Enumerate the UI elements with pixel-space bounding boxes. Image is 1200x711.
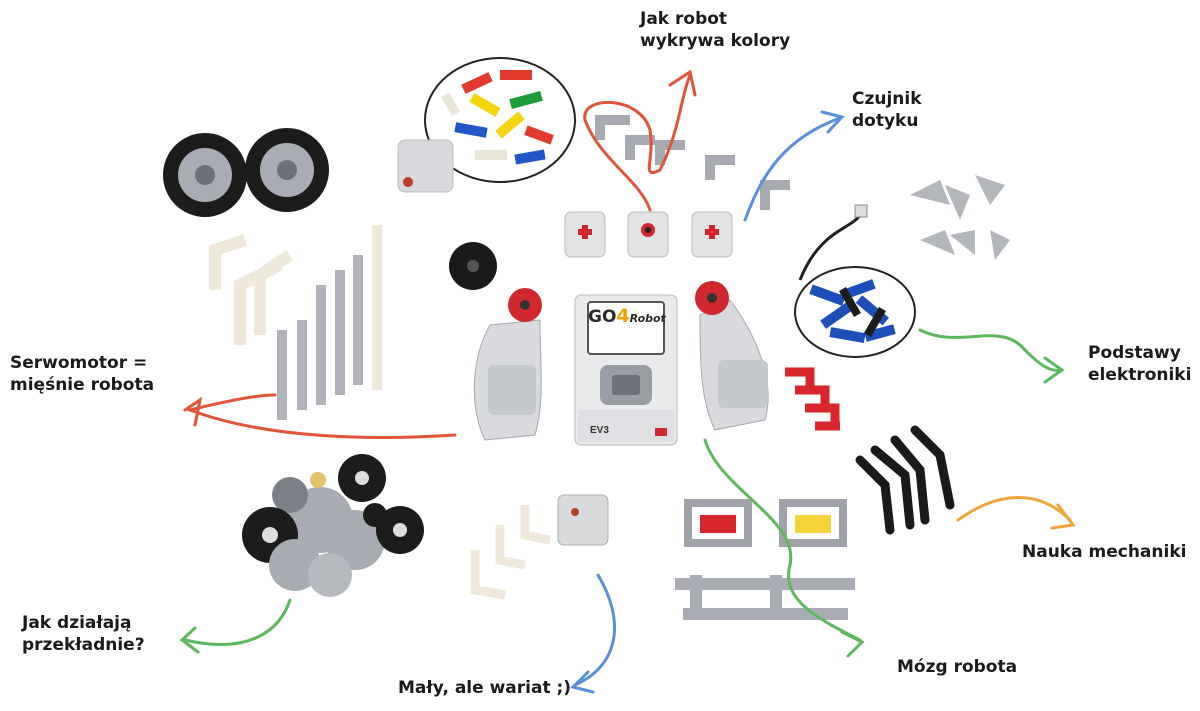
arrow-brain (703, 438, 862, 642)
left-servomotor (473, 288, 542, 441)
small-parts (470, 494, 609, 600)
frames (675, 499, 855, 620)
cable-and-blue-pins (794, 204, 916, 358)
beams-left (209, 225, 382, 420)
colored-pins-pile (424, 57, 576, 183)
arrow-servomotor (184, 393, 457, 439)
label-touch-sensor: Czujnik dotyku (852, 88, 922, 132)
arrow-small (573, 573, 616, 687)
black-gear (449, 242, 497, 290)
label-color-sensor: Jak robot wykrywa kolory (640, 8, 790, 52)
arrow-gears (183, 598, 292, 646)
label-gears-line2: przekładnie? (22, 635, 145, 655)
red-l-beams (785, 367, 840, 431)
label-servomotor-line1: Serwomotor = (10, 353, 148, 373)
black-beams (855, 425, 955, 535)
gears-pile (242, 454, 424, 597)
triangle-connectors (910, 175, 1010, 260)
grey-connectors (595, 115, 790, 210)
arrow-mechanics (956, 496, 1072, 522)
label-electronics-line2: elektroniki (1088, 365, 1192, 385)
label-touch-sensor-line2: dotyku (852, 111, 919, 131)
logo-robot: Robot (629, 312, 666, 325)
color-sensor (397, 139, 454, 193)
label-touch-sensor-line1: Czujnik (852, 89, 922, 109)
label-gears: Jak działają przekładnie? (22, 612, 145, 656)
logo-go: GO (588, 307, 617, 327)
brick-screen-logo: GO4Robot (588, 305, 666, 327)
label-brain: Mózg robota (897, 657, 1018, 677)
arrows (179, 69, 1076, 694)
brick-model-label: EV3 (590, 425, 609, 436)
label-electronics-line1: Podstawy (1088, 343, 1181, 363)
arrow-touch-sensor (743, 116, 842, 222)
label-mechanics: Nauka mechaniki (1022, 542, 1187, 562)
label-electronics: Podstawy elektroniki (1088, 342, 1191, 386)
wheels (163, 128, 329, 217)
arrow-color-sensor (583, 73, 692, 212)
label-servomotor: Serwomotor = mięśnie robota (10, 352, 154, 396)
label-color-sensor-line2: wykrywa kolory (640, 31, 791, 51)
logo-four: 4 (616, 305, 630, 327)
right-servomotor (695, 281, 769, 431)
arrow-electronics (918, 328, 1062, 372)
label-servomotor-line2: mięśnie robota (10, 375, 155, 395)
label-color-sensor-line1: Jak robot (640, 9, 728, 29)
ev3-brick (574, 294, 678, 446)
touch-sensors (564, 211, 733, 258)
label-gears-line1: Jak działają (22, 613, 132, 633)
label-small: Mały, ale wariat ;) (398, 678, 572, 698)
